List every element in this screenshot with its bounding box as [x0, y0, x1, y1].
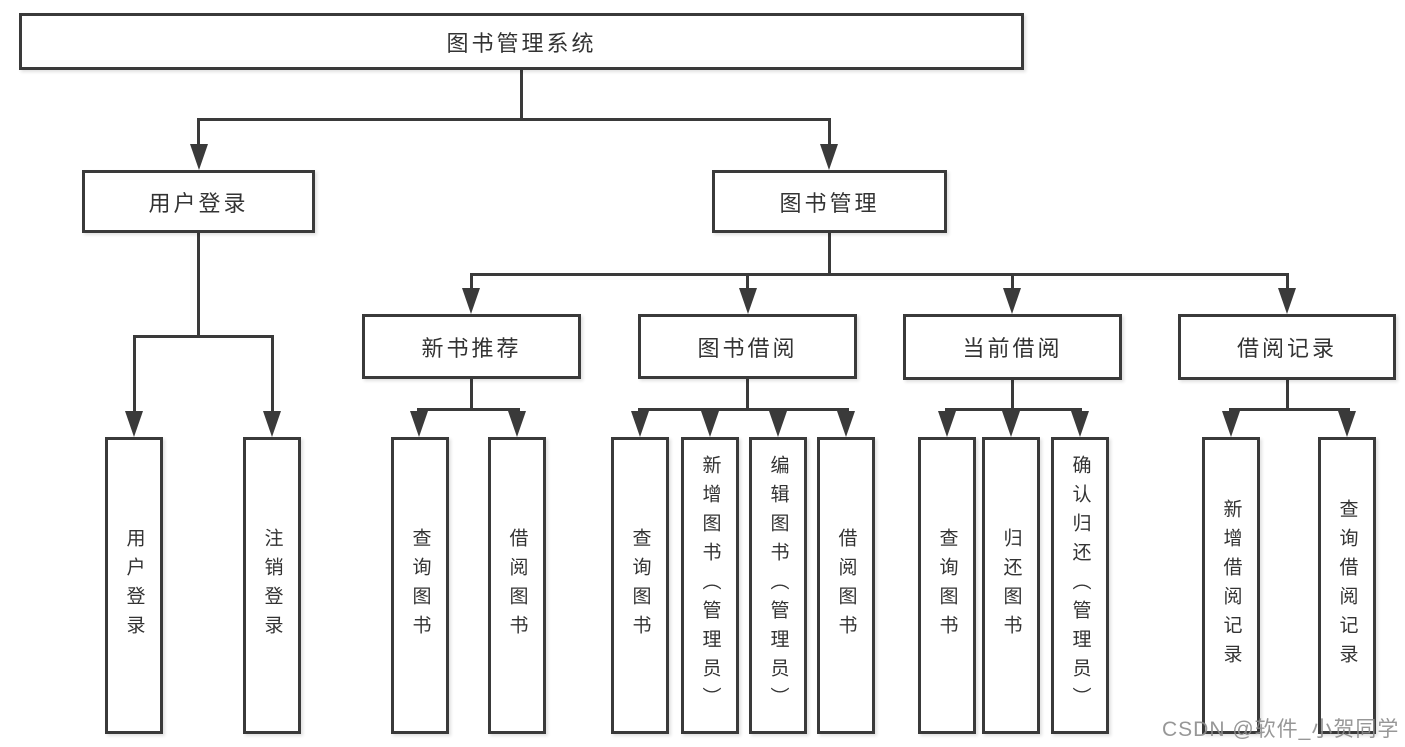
arrow-down-icon [410, 411, 428, 437]
leaf-label: 注销登录 [261, 527, 283, 644]
leaf-query-books-borrow: 查询图书 [611, 437, 669, 734]
leaf-label: 归还图书 [1000, 527, 1022, 644]
connector-line [828, 118, 831, 146]
connector-line [470, 379, 473, 411]
leaf-label: 用户登录 [123, 527, 145, 644]
leaf-borrow-books-borrow: 借阅图书 [817, 437, 875, 734]
connector-line [197, 118, 200, 146]
connector-line [638, 408, 849, 411]
arrow-down-icon [263, 411, 281, 437]
leaf-label: 确认归还（管理员） [1069, 455, 1091, 716]
leaf-add-borrow-record: 新增借阅记录 [1202, 437, 1260, 734]
arrow-down-icon [820, 144, 838, 170]
leaf-label: 编辑图书（管理员） [767, 455, 789, 716]
arrow-down-icon [769, 411, 787, 437]
arrow-down-icon [1222, 411, 1240, 437]
arrow-down-icon [837, 411, 855, 437]
arrow-down-icon [1002, 411, 1020, 437]
leaf-label: 查询图书 [409, 527, 431, 644]
leaf-query-borrow-record: 查询借阅记录 [1318, 437, 1376, 734]
connector-line [417, 408, 520, 411]
node-user-login: 用户登录 [82, 170, 315, 233]
arrow-down-icon [125, 411, 143, 437]
node-label: 图书管理 [779, 190, 880, 216]
node-label: 图书借阅 [697, 335, 798, 361]
connector-line [271, 335, 274, 413]
arrow-down-icon [701, 411, 719, 437]
node-book-management: 图书管理 [712, 170, 947, 233]
node-book-borrowing: 图书借阅 [638, 314, 857, 379]
node-label: 图书管理系统 [446, 30, 597, 56]
leaf-query-books-current: 查询图书 [918, 437, 976, 734]
leaf-label: 借阅图书 [835, 527, 857, 644]
leaf-confirm-return-admin: 确认归还（管理员） [1051, 437, 1109, 734]
connector-line [746, 379, 749, 411]
leaf-label: 新增借阅记录 [1220, 498, 1242, 673]
connector-line [197, 233, 200, 335]
connector-line [1229, 408, 1350, 411]
leaf-label: 借阅图书 [506, 527, 528, 644]
connector-line [470, 273, 473, 291]
node-label: 新书推荐 [421, 335, 522, 361]
connector-line [133, 335, 274, 338]
node-borrowing-records: 借阅记录 [1178, 314, 1396, 380]
leaf-query-books-newbooks: 查询图书 [391, 437, 449, 734]
arrow-down-icon [462, 288, 480, 314]
arrow-down-icon [1003, 288, 1021, 314]
arrow-down-icon [508, 411, 526, 437]
arrow-down-icon [1278, 288, 1296, 314]
connector-line [746, 273, 749, 291]
node-label: 用户登录 [148, 190, 249, 216]
arrow-down-icon [190, 144, 208, 170]
connector-line [1286, 380, 1289, 411]
leaf-edit-book-admin: 编辑图书（管理员） [749, 437, 807, 734]
arrow-down-icon [938, 411, 956, 437]
watermark: CSDN @软件_小贺同学 [1162, 718, 1400, 741]
connector-line [1286, 273, 1289, 291]
node-root-system: 图书管理系统 [19, 13, 1024, 70]
node-label: 借阅记录 [1236, 336, 1337, 361]
leaf-return-book: 归还图书 [982, 437, 1040, 734]
leaf-label: 查询借阅记录 [1336, 498, 1358, 673]
connector-line [197, 118, 831, 121]
leaf-label: 查询图书 [936, 527, 958, 644]
connector-line [133, 335, 136, 413]
connector-line [470, 273, 1289, 276]
connector-line [1011, 273, 1014, 291]
leaf-label: 查询图书 [629, 527, 651, 644]
arrow-down-icon [1071, 411, 1089, 437]
connector-line [520, 70, 523, 118]
arrow-down-icon [631, 411, 649, 437]
connector-line [1011, 380, 1014, 411]
connector-line [945, 408, 1082, 411]
connector-line [828, 233, 831, 273]
node-current-borrowing: 当前借阅 [903, 314, 1122, 380]
leaf-borrow-books-newbooks: 借阅图书 [488, 437, 546, 734]
leaf-label: 新增图书（管理员） [699, 455, 721, 716]
leaf-user-login: 用户登录 [105, 437, 163, 734]
leaf-logout-login: 注销登录 [243, 437, 301, 734]
node-label: 当前借阅 [962, 336, 1063, 361]
arrow-down-icon [739, 288, 757, 314]
leaf-add-book-admin: 新增图书（管理员） [681, 437, 739, 734]
arrow-down-icon [1338, 411, 1356, 437]
node-new-book-recommend: 新书推荐 [362, 314, 581, 379]
